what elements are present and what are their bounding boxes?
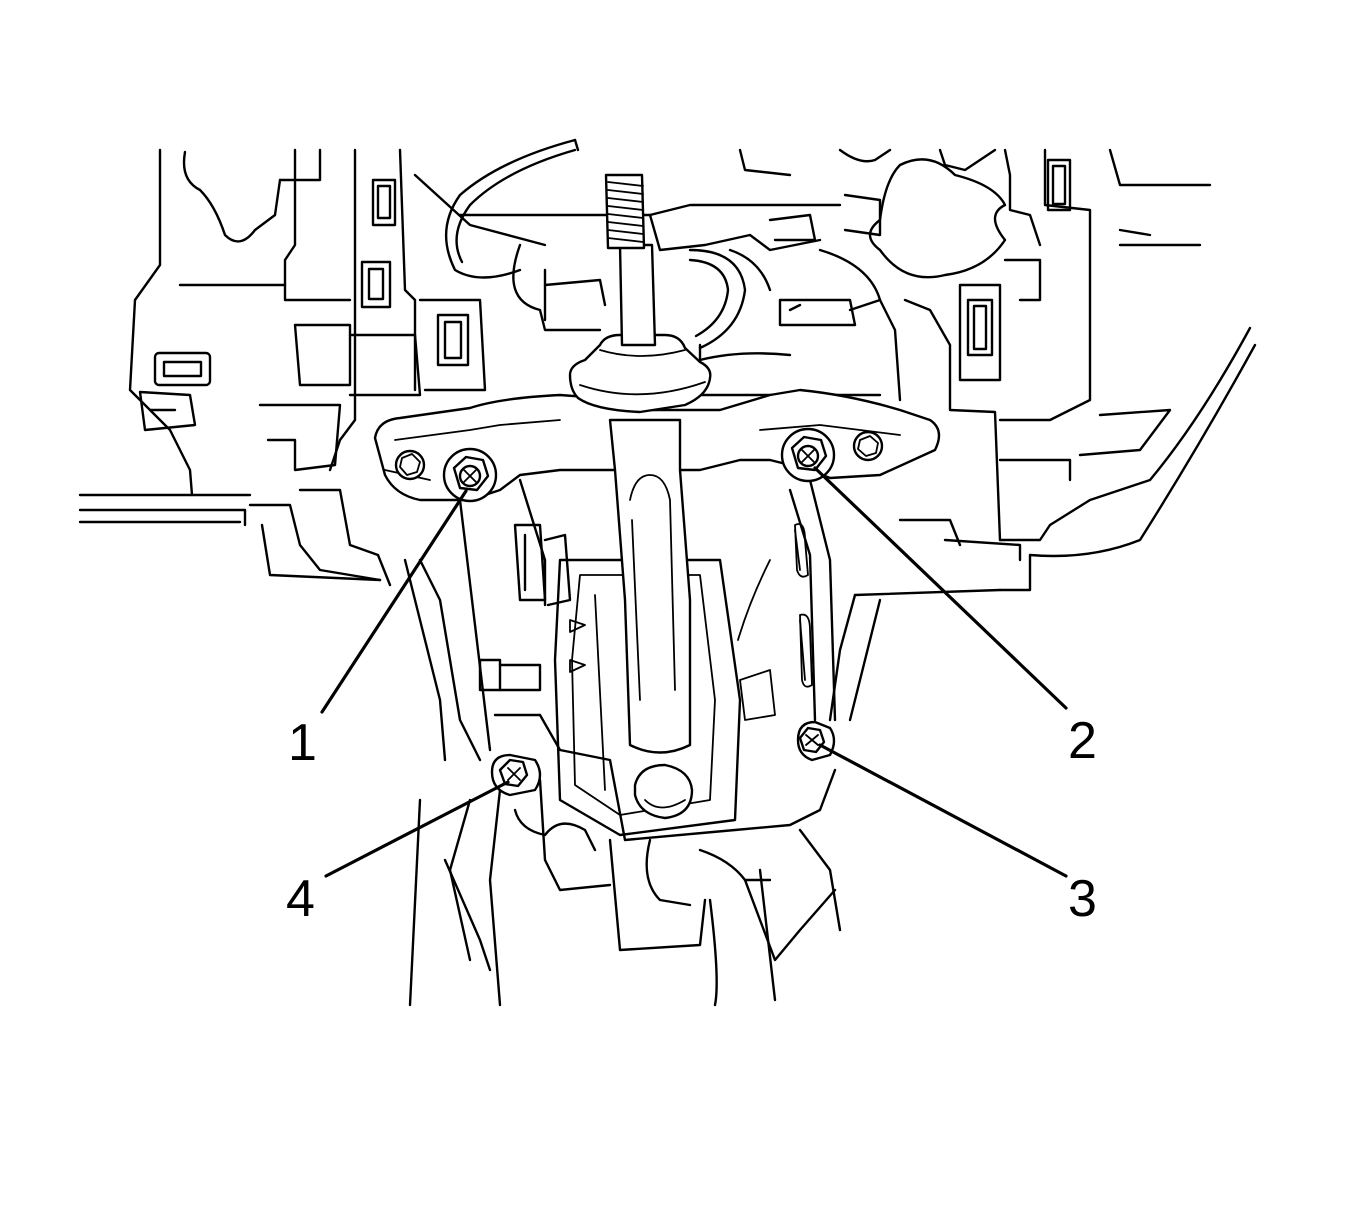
bracket-bolt-right: [852, 430, 884, 462]
bracket-bolt-left: [394, 449, 426, 481]
leader-3: [818, 743, 1068, 878]
leader-lines: [320, 466, 1068, 878]
nut-4: [490, 753, 542, 797]
nut-1: [442, 447, 498, 503]
leader-4: [324, 780, 510, 878]
nut-3: [796, 720, 836, 762]
nut-2: [780, 427, 836, 483]
leader-2: [813, 466, 1068, 710]
callout-2: 2: [1068, 712, 1097, 770]
callout-4: 4: [286, 870, 315, 928]
shift-lever: [568, 173, 747, 754]
leader-1: [320, 489, 468, 714]
callout-3: 3: [1068, 870, 1097, 928]
callout-1: 1: [288, 714, 317, 772]
console-background: [78, 138, 1257, 597]
